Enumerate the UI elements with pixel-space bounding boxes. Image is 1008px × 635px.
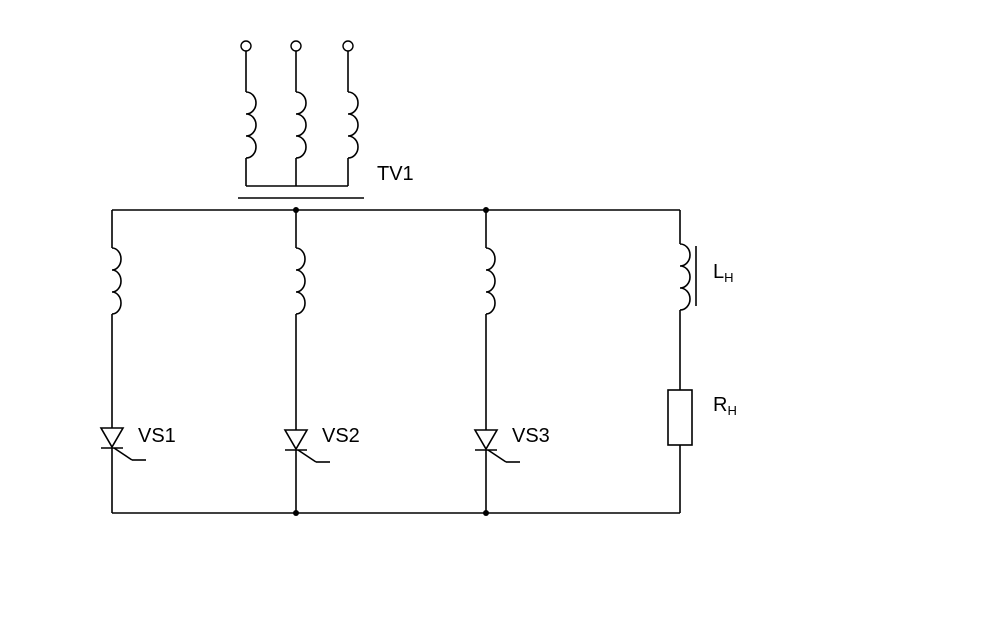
terminal-b <box>290 40 302 52</box>
transformer-label: TV1 <box>377 163 414 185</box>
resistor-label-sub: H <box>727 403 736 418</box>
inductor-branch-2 <box>295 247 306 315</box>
transformer-winding-a <box>245 91 257 159</box>
resistor-label-main: R <box>713 394 727 416</box>
transformer-tv1: TV1 <box>238 40 414 199</box>
inductor-branch-1 <box>111 247 122 315</box>
resistor-label: RH <box>713 394 737 418</box>
terminal-c <box>342 40 354 52</box>
transformer-winding-c <box>347 91 359 159</box>
load-resistor <box>667 389 693 446</box>
transformer-winding-b <box>295 91 307 159</box>
inductor-branch-3 <box>485 247 496 315</box>
branch-3: VS3 <box>473 210 550 513</box>
inductor-label: LH <box>713 261 734 285</box>
branch-1: VS1 <box>99 210 176 513</box>
thyristor-label-vs1: VS1 <box>138 425 176 447</box>
thyristor-label-vs2: VS2 <box>322 425 360 447</box>
terminal-a <box>240 40 252 52</box>
load-branch: LH RH <box>667 210 737 513</box>
inductor-label-main: L <box>713 261 724 283</box>
thyristor-label-vs3: VS3 <box>512 425 550 447</box>
branch-2: VS2 <box>283 210 360 513</box>
thyristor-vs3 <box>473 429 520 463</box>
inductor-label-sub: H <box>724 270 733 285</box>
load-inductor <box>679 243 691 311</box>
